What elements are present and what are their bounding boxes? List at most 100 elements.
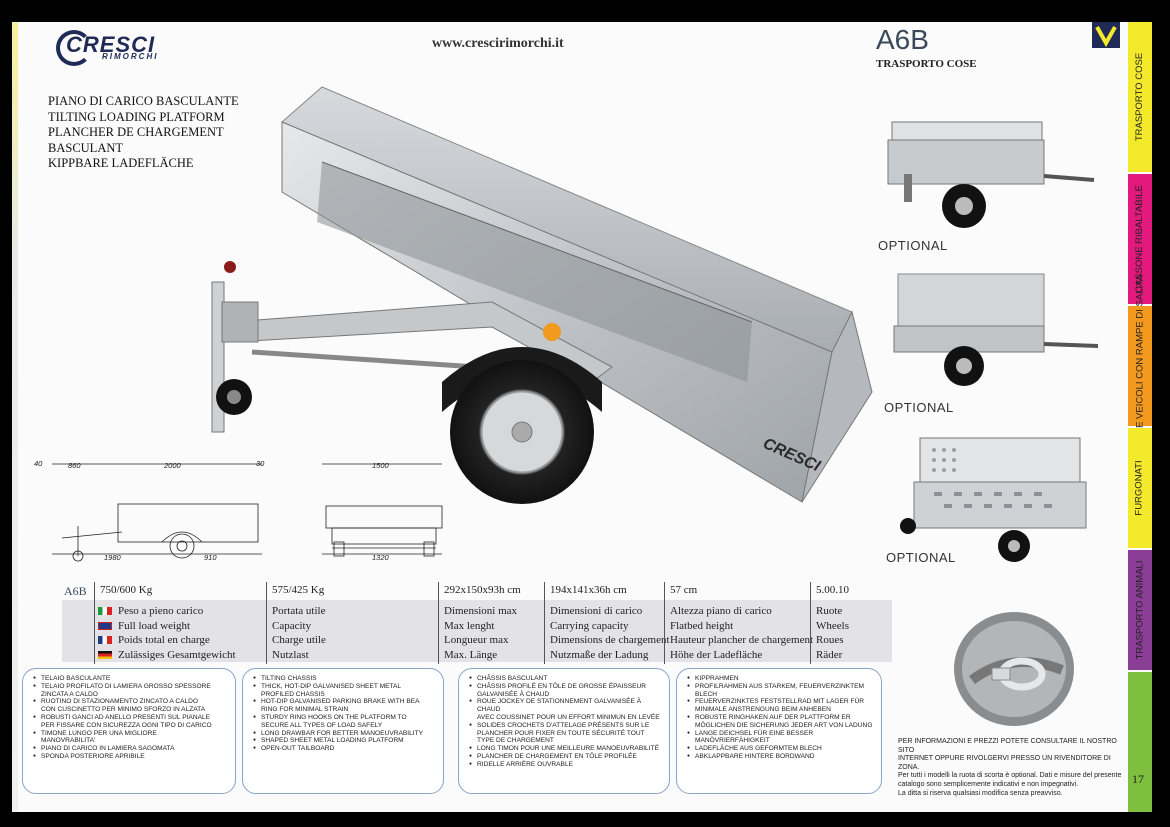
spec-value: 292x150x93h cm bbox=[444, 584, 521, 596]
tab-trasporto-cose[interactable]: TRASPORTO COSE bbox=[1128, 22, 1152, 172]
feature-item: LADEFLÄCHE AUS GEFORMTEM BLECH bbox=[687, 745, 873, 753]
catalog-page: CRESCI RIMORCHI www.crescirimorchi.it A6… bbox=[12, 22, 1152, 812]
feature-item: PER FISSARE CON SICUREZZA OGNI TIPO DI C… bbox=[41, 721, 212, 729]
feature-item: AVEC COUSSINET POUR UN EFFORT MINIMUN EN… bbox=[477, 713, 660, 721]
spec-labels: Portata utile Capacity Charge utile Nutz… bbox=[272, 605, 326, 661]
technical-drawing: 40 860 2000 30 1980 910 1500 1320 bbox=[34, 459, 443, 562]
uk-flag-icon bbox=[98, 621, 112, 630]
feature-item: SOLIDES CROCHETS D'ATTELAGE PRÉSENTS SUR… bbox=[469, 722, 661, 730]
feature-item: STURDY RING HOOKS ON THE PLATFORM TO bbox=[253, 714, 435, 722]
headline-line: PIANO DI CARICO BASCULANTE bbox=[48, 94, 239, 108]
feature-item: LONG DRAWBAR FOR BETTER MANOEUVRABILITY bbox=[253, 730, 435, 738]
feature-item: MINIMALE ANSTRENGUNG BEIM ANHEBEN bbox=[695, 706, 831, 714]
feature-item: PROFILED CHASSIS bbox=[261, 690, 325, 698]
logo-brand-text: CRESCI bbox=[66, 32, 156, 57]
feature-item: HOT-DIP GALVANISED PARKING BRAKE WITH BE… bbox=[253, 698, 435, 706]
dim-rear: 30 bbox=[256, 459, 265, 468]
spec-value: 57 cm bbox=[670, 584, 698, 596]
spec-col-load-dims: 194x141x36h cm Dimensioni di carico Carr… bbox=[546, 582, 670, 664]
feature-item: SECURE ALL TYPES OF LOAD SAFELY bbox=[261, 721, 383, 729]
dim-overhang: 860 bbox=[68, 461, 81, 470]
feature-item: ROUE JOCKEY DE STATIONNEMENT GALVANISÉE … bbox=[469, 698, 661, 714]
optional-mesh-sides-trailer-image bbox=[900, 437, 1087, 562]
dim-length: 2000 bbox=[163, 461, 182, 470]
headline-line: PLANCHER DE CHARGEMENT bbox=[48, 125, 224, 139]
optional-tarp-trailer-image bbox=[893, 273, 1099, 386]
spec-model: A6B bbox=[64, 584, 87, 598]
info-note: PER INFORMAZIONI E PREZZI POTETE CONSULT… bbox=[898, 738, 1124, 810]
features-box-german: KIPPRAHMENPROFILRAHMEN AUS STARKEM, FEUE… bbox=[676, 668, 882, 794]
spec-divider bbox=[810, 582, 811, 664]
features-box-french: CHÂSSIS BASCULANTCHÂSSIS PROFILÉ EN TÔLE… bbox=[458, 668, 670, 794]
spec-value: 194x141x36h cm bbox=[550, 584, 627, 596]
spec-model-col: A6B bbox=[62, 582, 102, 664]
spec-table: A6B 750/600 Kg Peso a pieno carico Full … bbox=[62, 582, 892, 664]
spec-labels: Peso a pieno carico Full load weight Poi… bbox=[98, 604, 236, 662]
optional-label: OPTIONAL bbox=[884, 400, 954, 415]
info-line: INTERNET OPPURE RIVOLGERVI PRESSO UN RIV… bbox=[898, 755, 1111, 771]
tab-furgonati[interactable]: FURGONATI bbox=[1128, 428, 1152, 548]
spec-col-weight: 750/600 Kg Peso a pieno carico Full load… bbox=[96, 582, 266, 664]
dim-total: 1980 bbox=[104, 553, 122, 562]
feature-item: TIMONE LUNGO PER UNA MIGLIORE bbox=[33, 730, 227, 738]
spec-divider bbox=[94, 582, 95, 664]
page-edge bbox=[12, 22, 18, 812]
feature-item: TYPE DE CHARGEMENT bbox=[477, 737, 554, 745]
feature-item: ROBUSTI GANCI AD ANELLO PRESENTI SUL PIA… bbox=[33, 714, 227, 722]
feature-item: TILTING CHASSIS bbox=[253, 675, 435, 683]
feature-item: LONG TIMON POUR UNE MEILLEURE MANOEUVRAB… bbox=[469, 745, 661, 753]
optional-lid-trailer-image bbox=[887, 121, 1095, 228]
website-url[interactable]: www.crescirimorchi.it bbox=[432, 36, 564, 51]
feature-item: MANÖVRIERFÄHIGKEIT bbox=[695, 737, 770, 745]
feature-item: ZINCATA A CALDO bbox=[41, 690, 98, 698]
page-number: 17 bbox=[1132, 772, 1144, 786]
feature-item: KIPPRAHMEN bbox=[687, 675, 873, 683]
headline-line: TILTING LOADING PLATFORM bbox=[48, 109, 225, 124]
tilting-trailer-photo: CRESCI bbox=[211, 86, 873, 504]
info-line: PER INFORMAZIONI E PREZZI POTETE CONSULT… bbox=[898, 738, 1117, 754]
feature-item: MANOVRABILITA' bbox=[41, 737, 96, 745]
headline-line: KIPPBARE LADEFLÄCHE bbox=[48, 156, 194, 170]
feature-item: GALVANISÉE À CHAUD bbox=[477, 690, 550, 698]
tab-rampe-di-salita[interactable]: COSE E VEICOLI CON RAMPE DI SALITA bbox=[1128, 274, 1152, 458]
germany-flag-icon bbox=[98, 650, 112, 659]
feature-item: TELAIO PROFILATO DI LAMIERA GROSSO SPESS… bbox=[33, 683, 227, 691]
dim-bottom: 1320 bbox=[372, 553, 390, 562]
info-line: Per tutti i modelli la ruota di scorta è… bbox=[898, 772, 1122, 780]
tab-trasporto-animali[interactable]: TRASPORTO ANIMALI bbox=[1128, 550, 1152, 670]
feature-item: PROFILRAHMEN AUS STARKEM, FEUERVERZINKTE… bbox=[687, 683, 873, 691]
feature-item: LANGE DEICHSEL FÜR EINE BESSER bbox=[687, 730, 873, 738]
spec-value: 750/600 Kg bbox=[100, 584, 153, 596]
logo-swoosh-icon bbox=[56, 30, 92, 66]
spec-divider bbox=[266, 582, 267, 664]
chevron-badge-icon bbox=[1092, 22, 1120, 48]
dim-front: 40 bbox=[34, 459, 43, 468]
feature-item: FEUERVERZINKTES FESTSTELLRAD MIT LAGER F… bbox=[687, 698, 873, 706]
feature-item: TELAIO BASCULANTE bbox=[33, 675, 227, 683]
feature-item: BLECH bbox=[695, 690, 717, 698]
spec-labels: Dimensioni max Max lenght Longueur max M… bbox=[444, 605, 518, 661]
feature-headline: PIANO DI CARICO BASCULANTE TILTING LOADI… bbox=[48, 94, 239, 172]
feature-item: PLANCHER POUR FIXER EN TOUTE SÉCURITÉ TO… bbox=[477, 729, 645, 737]
feature-item: CHÂSSIS BASCULANT bbox=[469, 675, 661, 683]
category-tabs: TRASPORTO COSE CASSONE RIBALTABILE COSE … bbox=[1128, 22, 1152, 812]
spec-value: 5.00.10 bbox=[816, 584, 849, 596]
info-line: La ditta si riserva qualsiasi modifica s… bbox=[898, 789, 1063, 797]
feature-item: SPONDA POSTERIORE APRIBILE bbox=[33, 753, 227, 761]
feature-item: RUOTINO DI STAZIONAMENTO ZINCATO A CALDO bbox=[33, 698, 227, 706]
spec-col-capacity: 575/425 Kg Portata utile Capacity Charge… bbox=[268, 582, 438, 664]
ring-hook-detail-image bbox=[954, 612, 1074, 726]
spec-divider bbox=[544, 582, 545, 664]
feature-item: ABKLAPPBARE HINTERE BORDWAND bbox=[687, 753, 873, 761]
tab-cassone-ribaltabile[interactable]: CASSONE RIBALTABILE bbox=[1128, 174, 1152, 304]
feature-item: RIDELLE ARRIÈRE OUVRABLE bbox=[469, 761, 661, 769]
features-box-italian: TELAIO BASCULANTETELAIO PROFILATO DI LAM… bbox=[22, 668, 236, 794]
spec-col-max-dims: 292x150x93h cm Dimensioni max Max lenght… bbox=[440, 582, 544, 664]
spec-labels: Ruote Wheels Roues Räder bbox=[816, 605, 849, 661]
feature-item: PLANCHER DE CHARGEMENT EN TÔLE PROFILÉE bbox=[469, 753, 661, 761]
tab-green[interactable] bbox=[1128, 672, 1152, 812]
optional-label: OPTIONAL bbox=[878, 238, 948, 253]
logo-sub-text: RIMORCHI bbox=[102, 52, 159, 61]
brand-logo: CRESCI RIMORCHI bbox=[52, 30, 172, 66]
feature-item: RING FOR MINIMAL STRAIN bbox=[261, 706, 349, 714]
